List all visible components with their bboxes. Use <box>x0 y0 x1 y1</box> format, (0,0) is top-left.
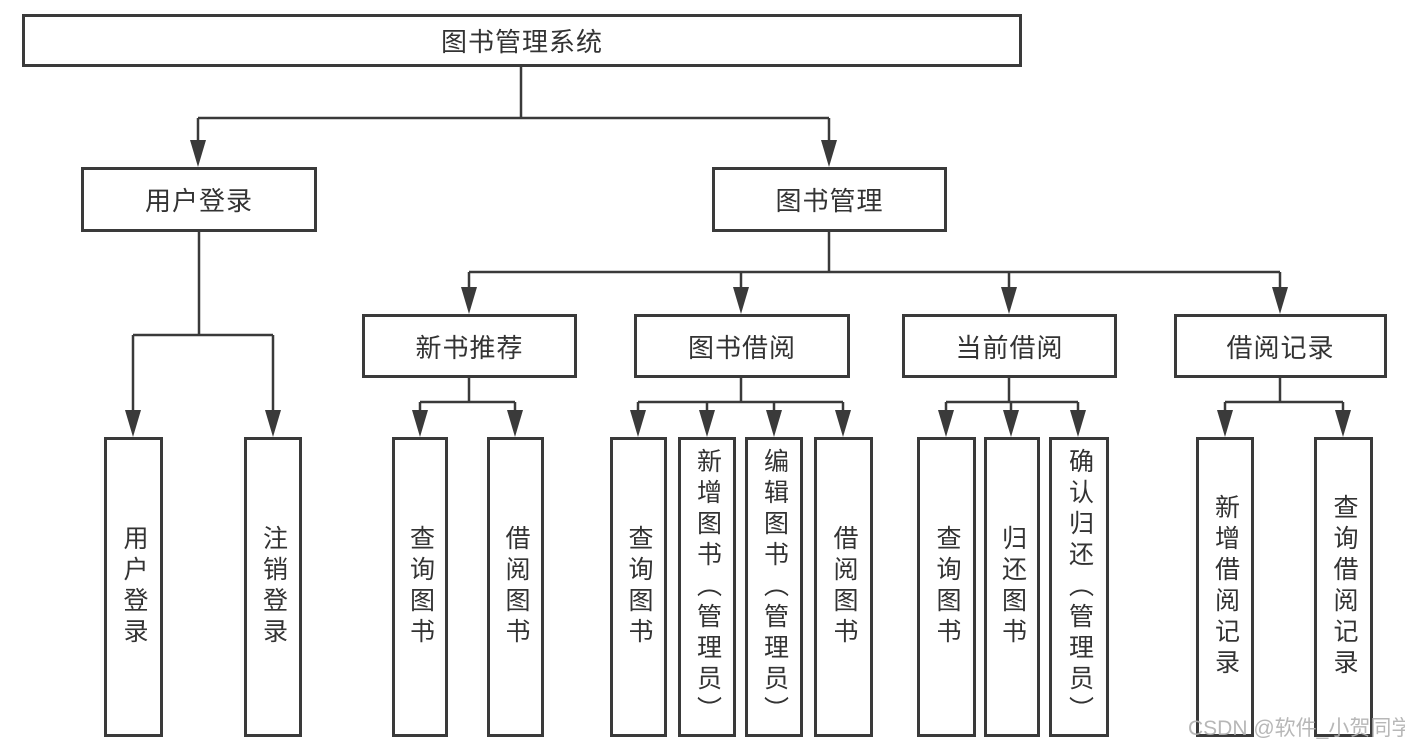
leaf-label: 归还图书 <box>998 525 1027 649</box>
leaf-label: 注销登录 <box>259 525 288 649</box>
leaf-br-add-record: 新增借阅记录 <box>1196 437 1254 737</box>
leaf-label: 用户登录 <box>120 525 148 649</box>
leaf-bb-edit-books-admin: 编辑图书（管理员） <box>745 437 803 737</box>
leaf-label: 借阅图书 <box>830 525 858 649</box>
leaf-bb-add-books-admin: 新增图书（管理员） <box>678 437 736 737</box>
node-user-login: 用户登录 <box>81 167 317 232</box>
node-label: 图书借阅 <box>687 332 796 363</box>
node-book-borrow: 图书借阅 <box>634 314 850 378</box>
leaf-br-query-record: 查询借阅记录 <box>1314 437 1373 737</box>
csdn-watermark: CSDN @软件_小贺同学 <box>1188 717 1405 740</box>
leaf-cb-confirm-return-admin: 确认归还（管理员） <box>1049 437 1109 737</box>
leaf-nb-borrow-books: 借阅图书 <box>487 437 544 737</box>
leaf-label: 查询图书 <box>933 525 961 649</box>
node-current-borrow: 当前借阅 <box>902 314 1117 378</box>
leaf-label: 借阅图书 <box>502 525 530 649</box>
leaf-logout: 注销登录 <box>244 437 302 737</box>
node-new-book-recommend: 新书推荐 <box>362 314 577 378</box>
leaf-label: 查询借阅记录 <box>1330 494 1358 680</box>
node-book-management: 图书管理 <box>712 167 947 232</box>
leaf-label: 查询图书 <box>625 525 653 649</box>
leaf-cb-return-books: 归还图书 <box>984 437 1040 737</box>
leaf-label: 新增借阅记录 <box>1211 494 1240 680</box>
leaf-user-login: 用户登录 <box>104 437 163 737</box>
leaf-cb-query-books: 查询图书 <box>917 437 976 737</box>
leaf-bb-borrow-books: 借阅图书 <box>814 437 873 737</box>
leaf-nb-query-books: 查询图书 <box>392 437 448 737</box>
leaf-label: 查询图书 <box>406 525 435 649</box>
leaf-label: 编辑图书（管理员） <box>760 447 789 727</box>
node-borrow-records: 借阅记录 <box>1174 314 1387 378</box>
node-system-root: 图书管理系统 <box>22 14 1022 67</box>
node-label: 图书管理系统 <box>440 27 603 57</box>
leaf-label: 新增图书（管理员） <box>693 447 722 727</box>
node-label: 用户登录 <box>144 186 253 216</box>
node-label: 图书管理 <box>775 186 884 216</box>
node-label: 当前借阅 <box>955 332 1064 363</box>
leaf-label: 确认归还（管理员） <box>1065 447 1094 727</box>
node-label: 借阅记录 <box>1226 332 1335 363</box>
node-label: 新书推荐 <box>415 332 524 363</box>
leaf-bb-query-books: 查询图书 <box>610 437 667 737</box>
